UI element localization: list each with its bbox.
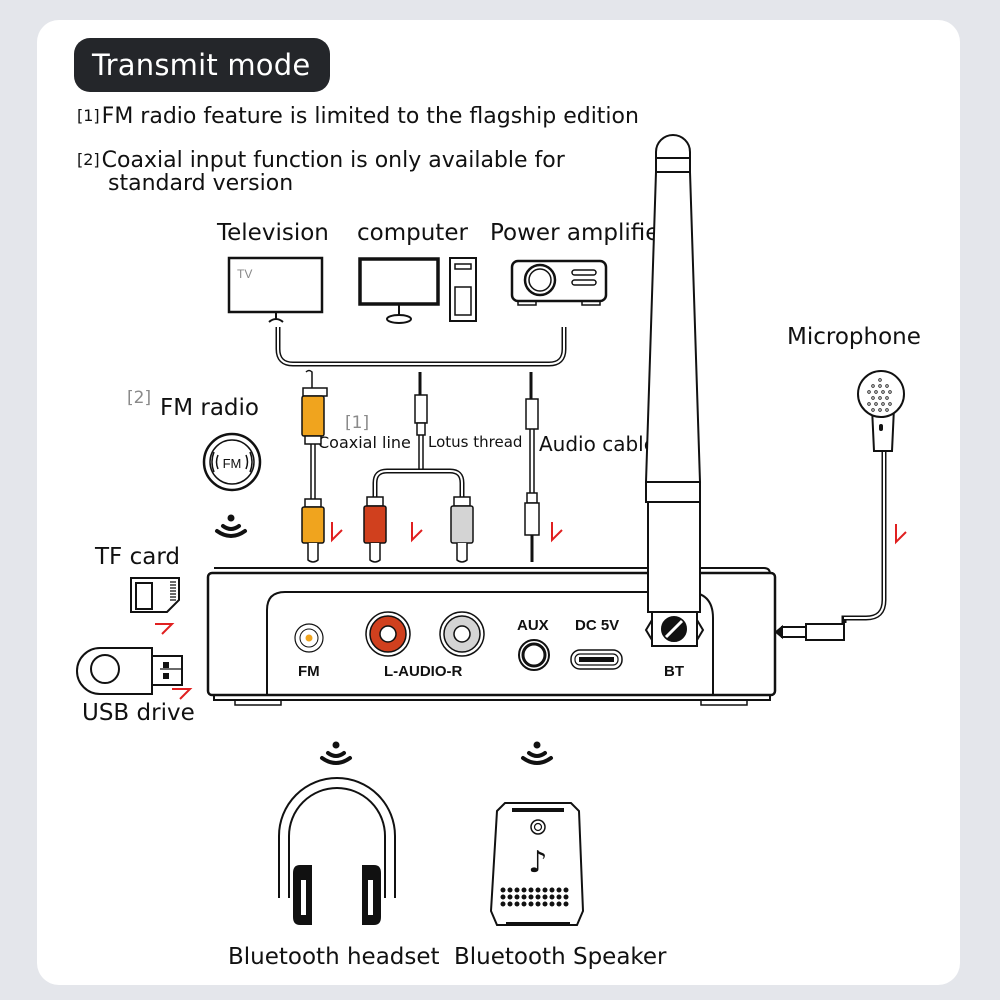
arrow-microphone [895,524,907,545]
label-bluetooth-speaker: Bluetooth Speaker [454,944,667,970]
note-index: [2] [77,150,100,169]
label-computer: computer [357,220,468,246]
usb-c-port [570,649,623,670]
fm-port [294,623,324,653]
mode-title: Transmit mode [74,38,331,92]
label-fm-radio: FM radio [160,395,259,421]
tf-card-icon [130,577,180,613]
label-tf-card: TF card [95,544,180,570]
svg-text:♪: ♪ [528,845,547,880]
transmitter-device [206,567,777,706]
arrow-usb [172,688,193,700]
note-text: FM radio feature is limited to the flags… [101,104,639,129]
port-label-bt: BT [664,663,684,680]
audio-left-port [365,611,411,657]
port-label-dc: DC 5V [575,617,620,634]
label-coaxial-line: Coaxial line [318,433,411,452]
lotus-cable [363,372,474,563]
usb-drive-icon [76,647,183,695]
coaxial-marker: [1] [345,413,370,433]
label-power-amplifier: Power amplifie [490,220,655,246]
wireless-fm-icon [215,512,247,538]
wireless-speaker-icon [521,739,553,765]
note-index: [1] [77,106,100,125]
label-audio-cable: Audio cable [539,432,657,456]
bluetooth-headset-icon [278,777,396,925]
computer-icon [358,257,477,324]
antenna-icon [644,134,705,647]
arrow-lotus [411,522,423,543]
audio-cable [524,372,540,562]
note-coaxial-line2: standard version [108,171,294,196]
tv-screen-text: TV [237,267,252,281]
arrow-audio [551,522,563,543]
power-amplifier-icon [510,259,608,306]
label-lotus-thread: Lotus thread [428,433,523,451]
note-flagship: [1]FM radio feature is limited to the fl… [77,104,639,129]
arrow-tf-card [155,623,175,635]
note-text: Coaxial input function is only available… [101,148,565,173]
aux-port [518,639,550,671]
television-icon [227,256,324,323]
note-coaxial: [2]Coaxial input function is only availa… [77,148,565,173]
label-television: Television [217,220,329,246]
fm-radio-marker: [2] [127,388,152,408]
fm-icon-text: FM [223,456,242,471]
fm-radio-icon [202,432,262,492]
label-bluetooth-headset: Bluetooth headset [228,944,440,970]
port-label-fm: FM [298,663,320,680]
coaxial-cable [301,369,328,563]
direction-arrows [155,522,907,700]
microphone-icon [774,370,905,641]
label-microphone: Microphone [787,324,921,350]
bluetooth-speaker-icon: ♪ [489,802,585,926]
port-label-aux: AUX [517,617,549,634]
label-usb-drive: USB drive [82,700,195,726]
source-bus-cable [275,327,567,367]
port-label-audio: L-AUDIO-R [384,663,463,680]
arrow-coaxial [331,522,343,543]
wireless-headset-icon [320,739,352,765]
audio-right-port [439,611,485,657]
